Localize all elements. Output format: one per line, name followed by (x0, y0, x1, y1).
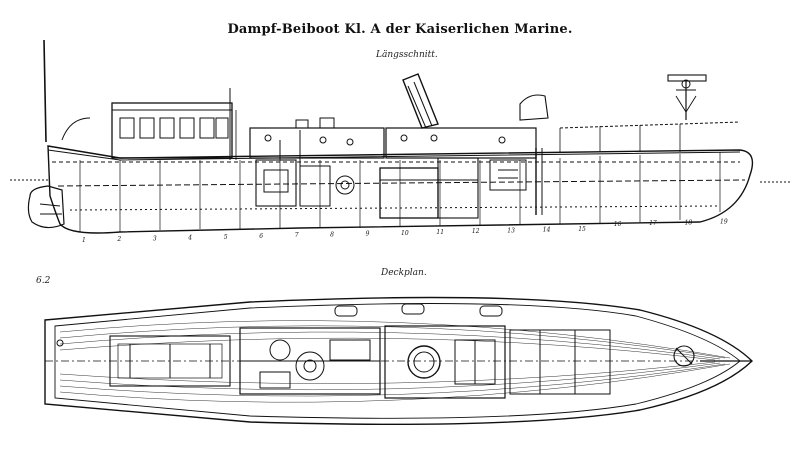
frame-number-1: 1 (82, 237, 86, 244)
funnel (402, 73, 439, 129)
bow-fitting (673, 345, 695, 367)
frame-number-19: 19 (720, 219, 728, 226)
frame-number-18: 18 (685, 219, 693, 226)
engine-casing (249, 127, 385, 159)
searchlight-top (667, 74, 707, 82)
drawing-title: Dampf-Beiboot Kl. A der Kaiserlichen Mar… (227, 22, 573, 37)
deck-marker-label: 6.2 (36, 276, 51, 286)
frame-number-14: 14 (543, 227, 551, 234)
frame-number-2: 2 (116, 236, 121, 243)
boiler-room (384, 325, 506, 399)
frame-number-8: 8 (330, 231, 334, 238)
cabin (111, 102, 233, 159)
after-cockpit (109, 335, 231, 387)
frame-number-11: 11 (436, 229, 444, 236)
funnel-base (407, 345, 441, 379)
frame-number-3: 3 (153, 235, 157, 242)
frame-number-12: 12 (472, 228, 480, 235)
rudder (27, 185, 65, 229)
frame-number-15: 15 (578, 226, 586, 233)
ventilator (519, 94, 549, 121)
frame-number-10: 10 (401, 230, 409, 237)
frame-number-5: 5 (224, 234, 228, 241)
rudder-detail (39, 203, 62, 215)
frame-number-7: 7 (295, 232, 299, 239)
frame-number-13: 13 (507, 227, 515, 234)
engine (255, 159, 297, 207)
frame-number-6: 6 (259, 233, 263, 240)
hull-profile (47, 145, 754, 234)
frame-number-4: 4 (187, 235, 192, 242)
frame-number-16: 16 (614, 221, 622, 228)
davit-hook (61, 117, 91, 141)
side-view-label: Längsschnitt. (376, 50, 438, 60)
deck-view-label: Deckplan. (381, 268, 427, 278)
frame-number-9: 9 (366, 231, 370, 238)
frame-number-17: 17 (649, 220, 657, 227)
mast (43, 39, 47, 143)
